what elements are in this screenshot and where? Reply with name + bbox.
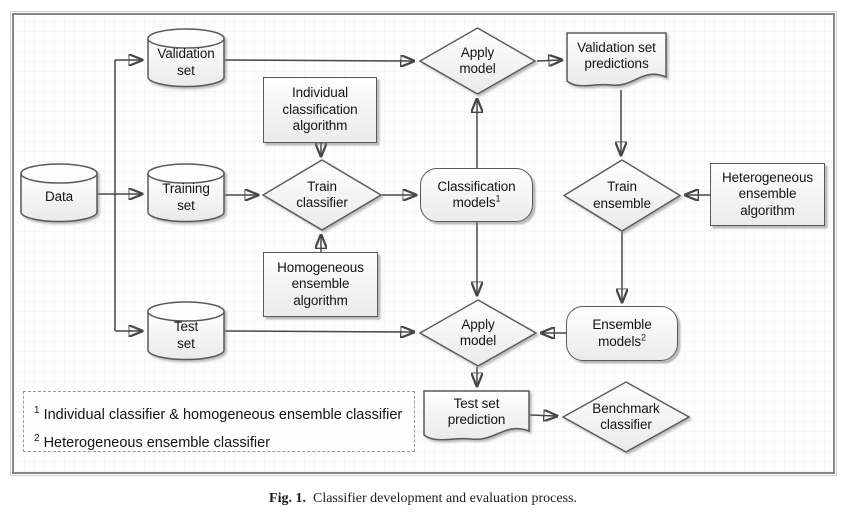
- node-test-set: Test set: [147, 301, 225, 361]
- node-heterogeneous-algorithm: Heterogeneous ensemble algorithm: [710, 163, 825, 226]
- node-label: Benchmark classifier: [592, 400, 660, 432]
- node-ensemble-models: Ensemble models2: [566, 306, 678, 361]
- node-apply-model-validation: Apply model: [418, 27, 537, 95]
- diamond-shape: [418, 299, 538, 367]
- node-label: Data: [44, 189, 74, 205]
- node-train-ensemble: Train ensemble: [562, 159, 682, 232]
- node-validation-predictions: Validation set predictions: [566, 32, 667, 90]
- node-label: Train ensemble: [593, 179, 651, 211]
- cylinder-shape: [20, 163, 98, 223]
- diamond-shape: [562, 159, 682, 232]
- cylinder-shape: [147, 163, 225, 223]
- node-apply-model-test: Apply model: [418, 299, 538, 367]
- node-homogeneous-algorithm: Homogeneous ensemble algorithm: [263, 252, 378, 317]
- node-label: Heterogeneous ensemble algorithm: [721, 169, 814, 218]
- caption-label: Fig. 1.: [269, 491, 306, 506]
- diamond-shape: [418, 27, 537, 95]
- node-label: Training set: [162, 181, 210, 213]
- node-benchmark-classifier: Benchmark classifier: [561, 381, 691, 453]
- figure-caption: Fig. 1. Classifier development and evalua…: [0, 491, 846, 507]
- node-label: Test set: [173, 319, 199, 351]
- node-label: Validation set predictions: [577, 39, 656, 71]
- node-label: Individual classification algorithm: [282, 85, 358, 134]
- node-test-prediction: Test set prediction: [423, 390, 530, 444]
- node-label: Apply model: [459, 316, 497, 348]
- document-shape: [423, 390, 530, 441]
- node-data: Data: [20, 163, 98, 223]
- node-train-classifier: Train classifier: [261, 159, 383, 231]
- cylinder-shape: [147, 301, 225, 361]
- node-label: Test set prediction: [447, 395, 506, 427]
- node-label: Homogeneous ensemble algorithm: [277, 259, 364, 308]
- node-individual-algorithm: Individual classification algorithm: [263, 77, 377, 143]
- node-label: Classification models1: [437, 178, 516, 210]
- node-training-set: Training set: [147, 163, 225, 223]
- diamond-shape: [261, 159, 383, 231]
- node-validation-set: Validation set: [147, 28, 225, 88]
- node-label: Apply model: [459, 44, 496, 76]
- caption-text: Classifier development and evaluation pr…: [312, 491, 577, 506]
- cylinder-shape: [147, 28, 225, 88]
- node-classification-models: Classification models1: [420, 168, 533, 222]
- document-shape: [566, 32, 667, 87]
- node-label: Ensemble models2: [592, 317, 652, 349]
- node-label: Train classifier: [296, 178, 348, 210]
- node-label: Validation set: [157, 46, 215, 78]
- diamond-shape: [561, 381, 691, 453]
